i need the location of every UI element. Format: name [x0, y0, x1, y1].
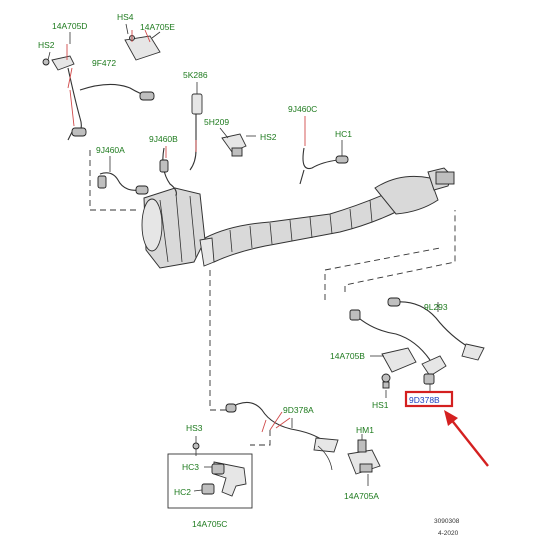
pointer-arrow-head: [444, 410, 458, 426]
label-hs2-top: HS2: [38, 40, 55, 50]
highlight-box: [404, 390, 454, 408]
bracket-14a705c-box: [167, 436, 253, 509]
label-5h209: 5H209: [204, 117, 229, 127]
label-hm1: HM1: [356, 425, 374, 435]
bracket-14a705b: [370, 347, 417, 398]
label-14a705b: 14A705B: [330, 351, 365, 361]
label-14a705e: 14A705E: [140, 22, 175, 32]
label-14a705d: 14A705D: [52, 21, 87, 31]
highlight-callout: [404, 390, 489, 467]
sensor-9d378b: [421, 355, 447, 392]
sensor-9l293: [349, 297, 485, 361]
bracket-14a705a: [347, 434, 381, 486]
sensor-9d378a: [225, 401, 339, 471]
dashed-leaders: [89, 150, 456, 446]
sensor-9j460c: [299, 116, 349, 185]
label-hs3: HS3: [186, 423, 203, 433]
label-hc3: HC3: [182, 462, 199, 472]
sensor-9j460a: [97, 156, 149, 195]
label-hs2-mid: HS2: [260, 132, 277, 142]
sensor-5h209: [189, 82, 256, 171]
bracket-14a705d: [47, 23, 161, 61]
label-9f472: 9F472: [92, 58, 116, 68]
figure-date: 4-2020: [438, 530, 459, 537]
label-9d378b: 9D378B: [409, 395, 440, 405]
sensor-9j460b: [159, 146, 177, 197]
label-hc1: HC1: [335, 129, 352, 139]
exhaust-system: [141, 167, 455, 269]
label-hc2: HC2: [174, 487, 191, 497]
label-9l293: 9L293: [424, 302, 448, 312]
label-9d378a: 9D378A: [283, 405, 314, 415]
label-9j460c: 9J460C: [288, 104, 317, 114]
sensor-9f472: [42, 29, 161, 141]
pointer-arrow-shaft: [449, 417, 489, 467]
figure-code: 3090308: [434, 518, 460, 525]
callout-labels: 14A705D HS4 14A705E HS2 9F472 5K286 5H20…: [38, 12, 460, 537]
label-5k286: 5K286: [183, 70, 208, 80]
label-hs4: HS4: [117, 12, 134, 22]
label-hs1: HS1: [372, 400, 389, 410]
label-9j460b: 9J460B: [149, 134, 178, 144]
label-9j460a: 9J460A: [96, 145, 125, 155]
label-14a705a: 14A705A: [344, 491, 379, 501]
label-14a705c: 14A705C: [192, 519, 227, 529]
